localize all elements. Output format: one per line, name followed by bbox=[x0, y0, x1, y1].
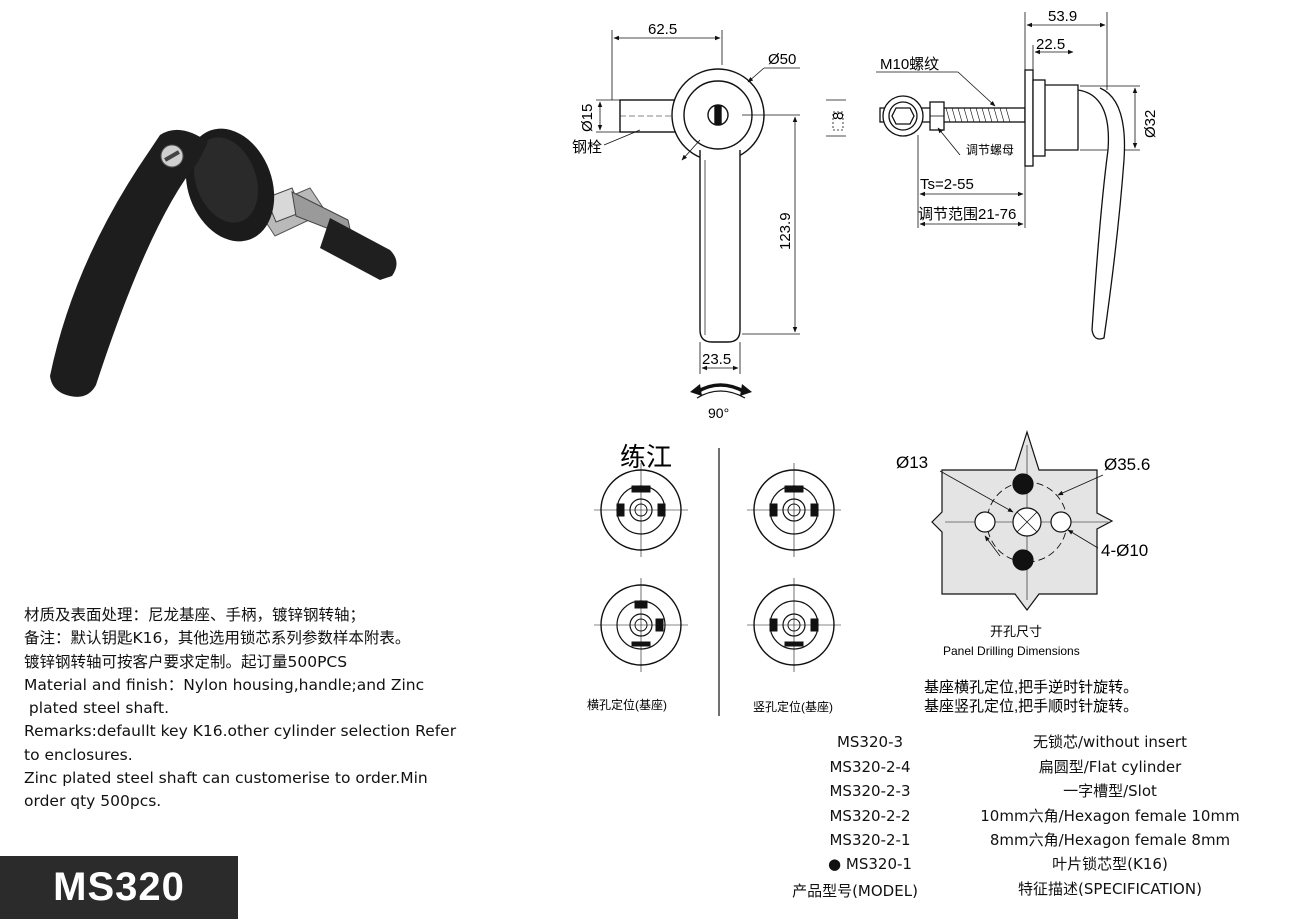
front-view bbox=[596, 30, 800, 399]
table-header-model: 产品型号(MODEL) bbox=[792, 882, 918, 900]
panel-title-en: Panel Drilling Dimensions bbox=[943, 644, 1080, 658]
nut-label: 调节螺母 bbox=[966, 143, 1014, 157]
panel-note-2: 基座竖孔定位,把手顺时针旋转。 bbox=[924, 698, 1138, 715]
table-row-spec: 无锁芯/without insert bbox=[1033, 733, 1187, 751]
dim-total: 53.9 bbox=[1048, 8, 1077, 25]
handle bbox=[50, 129, 208, 397]
dim-pin: Ø15 bbox=[579, 104, 596, 132]
range-label: 调节范围21-76 bbox=[918, 206, 1016, 223]
table-header-spec: 特征描述(SPECIFICATION) bbox=[1018, 880, 1202, 898]
note-line: 镀锌钢转轴可按客户要求定制。起订量500PCS bbox=[24, 652, 348, 671]
orientation-vertical-top bbox=[747, 463, 841, 557]
product-photo bbox=[50, 128, 397, 397]
table-row-model: ● MS320-1 bbox=[828, 855, 912, 873]
material-notes: 材质及表面处理：尼龙基座、手柄，镀锌钢转轴； 备注：默认钥匙K16，其他选用锁芯… bbox=[24, 604, 464, 814]
panel-note-1: 基座横孔定位,把手逆时针旋转。 bbox=[924, 679, 1138, 696]
orientation-horizontal-bottom bbox=[594, 578, 688, 672]
table-row-spec: 10mm六角/Hexagon female 10mm bbox=[980, 807, 1240, 825]
note-line: Material and finish：Nylon housing,handle… bbox=[24, 675, 425, 694]
table-row-model: MS320-2-1 bbox=[829, 831, 911, 849]
panel-drilling bbox=[931, 430, 1114, 611]
table-row-spec: 扁圆型/Flat cylinder bbox=[1038, 758, 1182, 776]
orientation-title: 练江 bbox=[620, 442, 672, 472]
panel-title-cn: 开孔尺寸 bbox=[990, 624, 1042, 639]
horizontal-label: 横孔定位(基座) bbox=[587, 697, 667, 712]
note-line: 材质及表面处理：尼龙基座、手柄，镀锌钢转轴； bbox=[24, 606, 366, 624]
vertical-label: 竖孔定位(基座) bbox=[753, 699, 833, 714]
orientation-horizontal-top bbox=[594, 463, 688, 557]
note-line: order qty 500pcs. bbox=[24, 792, 162, 811]
key-cylinder bbox=[160, 144, 184, 168]
model-badge: MS320 bbox=[0, 856, 238, 919]
table-row-model: MS320-2-2 bbox=[829, 807, 911, 825]
pin-label: 钢栓 bbox=[572, 139, 602, 156]
dim-center: Ø13 bbox=[896, 453, 928, 472]
note-line: 备注：默认钥匙K16，其他选用锁芯系列参数样本附表。 bbox=[24, 629, 411, 648]
steel-shaft bbox=[257, 187, 397, 280]
ts-label: Ts=2-55 bbox=[920, 176, 974, 193]
table-row-spec: 一字槽型/Slot bbox=[1063, 782, 1157, 800]
table-row-model: MS320-2-3 bbox=[829, 782, 911, 800]
side-view bbox=[826, 12, 1140, 340]
dim-handle-width: 23.5 bbox=[702, 351, 731, 368]
dim-length: 123.9 bbox=[777, 212, 794, 250]
table-row-spec: 8mm六角/Hexagon female 8mm bbox=[989, 831, 1231, 849]
thread-label: M10螺纹 bbox=[880, 56, 939, 73]
note-line: Zinc plated steel shaft can customerise … bbox=[24, 769, 428, 788]
dim-pcd: Ø35.6 bbox=[1104, 455, 1150, 474]
dim-holes: 4-Ø10 bbox=[1101, 541, 1148, 560]
table-row-model: MS320-3 bbox=[836, 733, 904, 751]
dim-circle: Ø50 bbox=[768, 51, 796, 68]
note-line: plated steel shaft. bbox=[24, 699, 169, 718]
dim-8: 8 bbox=[830, 112, 847, 120]
orientation-vertical-bottom bbox=[747, 578, 841, 672]
dim-inner: 22.5 bbox=[1036, 36, 1065, 53]
dim-width: 62.5 bbox=[648, 21, 677, 38]
table-row-spec: 叶片锁芯型(K16) bbox=[1052, 855, 1168, 873]
rotation-label: 90° bbox=[708, 405, 729, 421]
note-line: to enclosures. bbox=[24, 745, 133, 764]
dim-base: Ø32 bbox=[1142, 110, 1159, 138]
note-line: Remarks:defaullt key K16.other cylinder … bbox=[24, 722, 457, 741]
table-row-model: MS320-2-4 bbox=[829, 758, 911, 776]
nylon-housing bbox=[185, 128, 275, 242]
